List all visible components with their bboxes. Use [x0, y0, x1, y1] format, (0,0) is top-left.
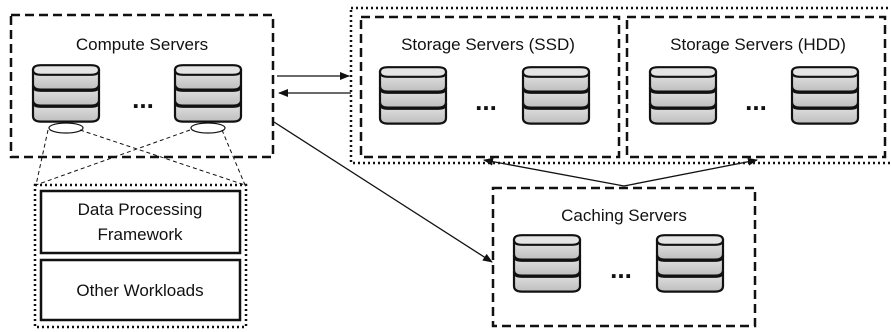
storage-hdd-ellipsis: ... [745, 86, 767, 116]
disk-icon [48, 122, 84, 134]
server-stack-icon [173, 64, 243, 134]
zoom-line [35, 129, 49, 186]
workloads-group: Data Processing Framework Other Workload… [33, 183, 248, 329]
zoom-line [79, 129, 246, 186]
compute-servers-title: Compute Servers [76, 35, 208, 54]
other-workloads-box [39, 258, 242, 322]
storage-ssd-title: Storage Servers (SSD) [401, 35, 575, 54]
server-stack-icon [655, 234, 725, 293]
storage-hdd-title: Storage Servers (HDD) [670, 35, 846, 54]
arrow-icon [623, 157, 758, 187]
other-workloads-label: Other Workloads [76, 281, 203, 300]
server-stack-icon [521, 66, 591, 125]
storage-ssd-group: Storage Servers (SSD) ... [359, 15, 621, 159]
storage-ssd-ellipsis: ... [475, 86, 497, 116]
server-stack-icon [790, 66, 860, 125]
caching-servers-box [491, 186, 757, 328]
connectors [273, 72, 758, 263]
zoom-lines [35, 129, 246, 186]
zoom-line [221, 129, 246, 186]
caching-servers-group: Caching Servers ... [491, 186, 757, 328]
storage-ssd-box [359, 15, 621, 159]
arrow-icon [483, 157, 625, 187]
caching-servers-title: Caching Servers [561, 206, 687, 225]
arrow-icon [273, 121, 493, 263]
caching-ellipsis: ... [610, 254, 632, 284]
zoom-line [35, 129, 191, 186]
server-stack-icon [512, 234, 582, 293]
workloads-outer-box [33, 183, 248, 329]
server-stack-icon [31, 64, 101, 134]
storage-servers-outer-box [349, 6, 891, 165]
compute-servers-box [9, 13, 275, 159]
data-processing-box [39, 189, 242, 255]
storage-hdd-group: Storage Servers (HDD) ... [625, 15, 887, 159]
server-stack-icon [378, 66, 448, 125]
storage-hdd-box [625, 15, 887, 159]
compute-ellipsis: ... [132, 84, 154, 114]
disk-icon [190, 122, 226, 134]
compute-servers-group: Compute Servers ... [9, 13, 275, 159]
data-processing-line1: Data Processing [78, 200, 203, 219]
data-processing-line2: Framework [97, 225, 183, 244]
server-stack-icon [648, 66, 718, 125]
